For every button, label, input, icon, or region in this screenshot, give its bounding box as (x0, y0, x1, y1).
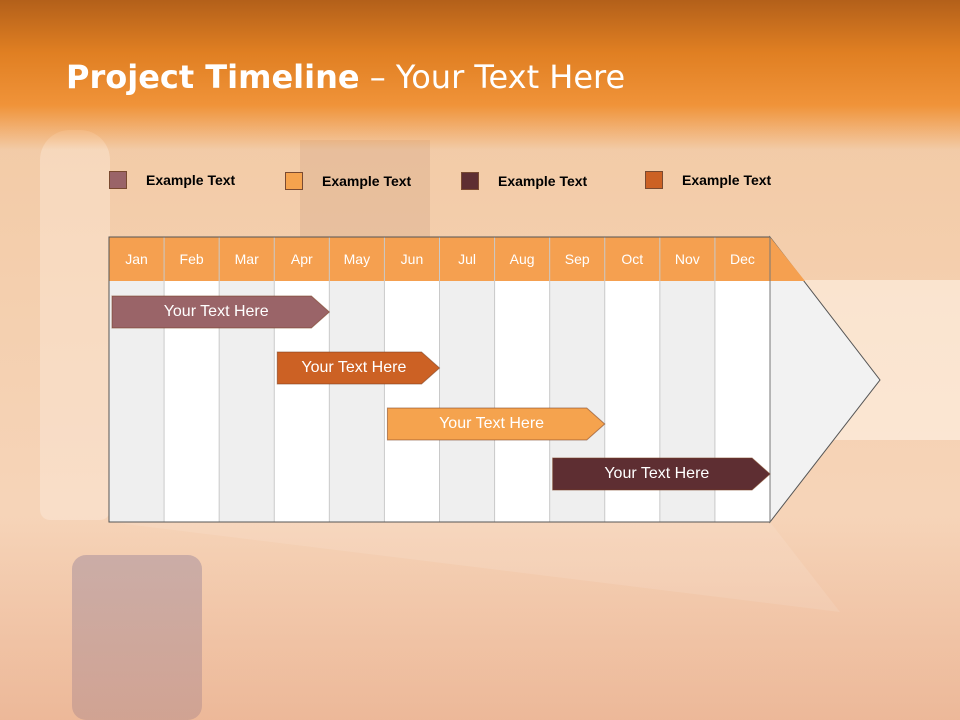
legend-swatch (109, 171, 127, 189)
month-label-dec: Dec (729, 251, 755, 267)
legend-swatch (645, 171, 663, 189)
task-arrow (386, 407, 606, 441)
background-photo-figure (40, 130, 110, 520)
legend-swatch (461, 172, 479, 190)
legend-label: Example Text (682, 172, 772, 188)
task-arrow (276, 351, 441, 385)
month-label-jan: Jan (125, 251, 148, 267)
month-label-jul: Jul (458, 251, 476, 267)
month-column (439, 281, 495, 522)
slide-title: Project Timeline – Your Text Here (66, 58, 625, 96)
background-photo-luggage (72, 555, 202, 720)
month-label-feb: Feb (179, 251, 204, 267)
background-photo-floor (0, 520, 960, 720)
legend-label: Example Text (322, 173, 412, 189)
month-label-jun: Jun (400, 251, 424, 267)
background-photo-door (300, 140, 430, 240)
legend-label: Example Text (146, 172, 236, 188)
month-label-apr: Apr (290, 251, 313, 267)
month-label-oct: Oct (621, 251, 644, 267)
month-header-tip (770, 237, 805, 281)
header-band (0, 0, 960, 150)
task-arrow (111, 295, 331, 329)
month-label-aug: Aug (509, 251, 535, 267)
title-rest: – Your Text Here (359, 58, 626, 96)
month-label-sep: Sep (564, 251, 590, 267)
month-column (494, 281, 550, 522)
month-column (384, 281, 440, 522)
task-label: Your Text Here (163, 303, 269, 320)
legend-label: Example Text (498, 173, 588, 189)
task-label: Your Text Here (604, 465, 710, 482)
task-label: Your Text Here (301, 359, 407, 376)
timeline-border (108, 236, 770, 523)
task-arrow (552, 457, 771, 491)
timeline-reflection (109, 522, 840, 612)
month-label-may: May (343, 251, 371, 267)
month-label-mar: Mar (234, 251, 259, 267)
month-column (329, 281, 385, 522)
task-label: Your Text Here (439, 415, 545, 432)
legend-swatch (285, 172, 303, 190)
title-bold: Project Timeline (66, 58, 360, 96)
month-label-nov: Nov (674, 251, 700, 267)
